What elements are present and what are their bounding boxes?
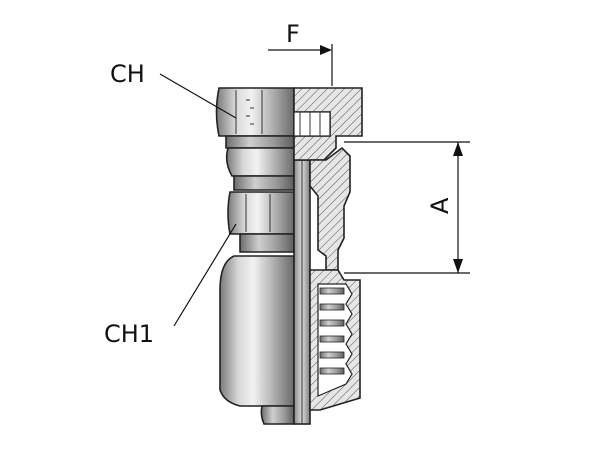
dimension-a bbox=[344, 141, 470, 274]
label-ch: CH bbox=[110, 60, 145, 88]
bore-tube bbox=[293, 159, 311, 425]
label-f: F bbox=[286, 20, 300, 48]
label-a: A bbox=[426, 197, 454, 214]
leader-ch bbox=[159, 73, 237, 119]
leader-ch1 bbox=[173, 223, 237, 327]
dimension-f bbox=[268, 44, 333, 86]
fitting-exterior bbox=[215, 87, 295, 425]
label-ch1: CH1 bbox=[104, 320, 154, 348]
fitting-section bbox=[293, 87, 363, 411]
